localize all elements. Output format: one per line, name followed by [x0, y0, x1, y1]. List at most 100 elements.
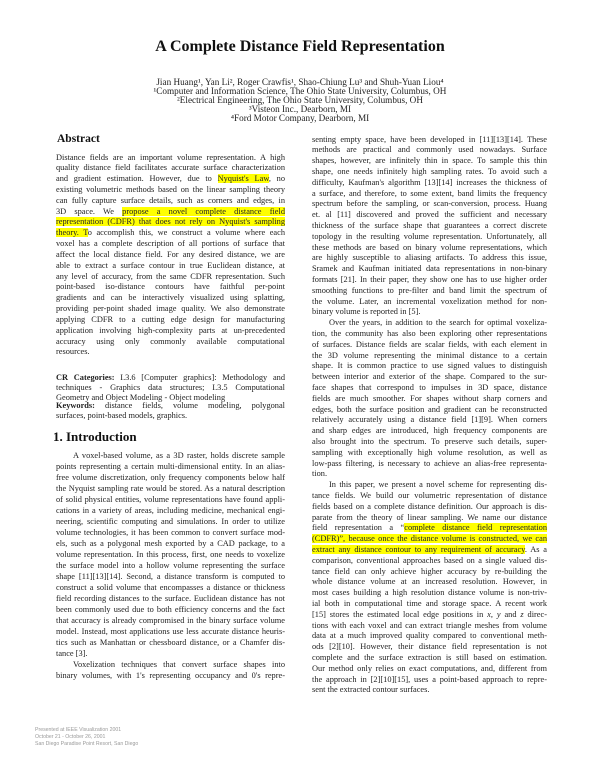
italic-text: z [520, 609, 524, 619]
introduction-line: model. Instead, most applications use le… [56, 626, 285, 637]
text-run: ods [2][10]. However, their distance fie… [312, 642, 547, 652]
right-column-line: relatively accurately using a distance f… [312, 414, 547, 425]
text-run: application involving high-complexity pa… [56, 325, 285, 335]
right-column-line: sent the extracted contour surfaces. [312, 684, 547, 695]
text-run: shape [11][13][14]. Second, a distance t… [56, 571, 285, 581]
right-column-line: tance fields. We build our volumetric re… [312, 490, 547, 501]
right-column-line: between interior and exterior of the sha… [312, 371, 547, 382]
italic-text: x [487, 609, 491, 619]
text-run: direc- [523, 609, 547, 619]
right-column-line: shape. It is common practice to use sign… [312, 360, 547, 371]
text-run: shape, one needs infinitely high samplin… [312, 166, 547, 176]
right-column-line: extract any distance contour to any requ… [312, 544, 547, 555]
text-run: ial both in computational time and stora… [312, 598, 547, 608]
text-run: the 3D volume representing the minimal d… [312, 350, 547, 360]
text-run: cations in a variety of areas, including… [56, 505, 285, 515]
highlighted-text: Nyquist's Law [217, 174, 269, 184]
text-run: face shapes that correspond to impulses … [312, 382, 547, 392]
right-column-line: low-pass filtering, is necessary to achi… [312, 458, 547, 469]
text-run: sampling with exceptionally high volume … [312, 447, 547, 457]
right-column-line: binary volume is reported in [5]. [312, 306, 547, 317]
introduction-line: tance [3]. [56, 648, 285, 659]
text-run: relatively accurately using a distance f… [312, 415, 547, 425]
text-run: existing volumetric methods based on the… [56, 184, 285, 194]
right-column-line: [15] stores the estimated local edge pos… [312, 609, 547, 620]
keywords-line: surfaces, point-based models, graphics. [56, 410, 285, 421]
text-run: A voxel-based volume, as a 3D raster, ho… [73, 450, 285, 460]
right-column-line: complete and the surface extraction is s… [312, 652, 547, 663]
text-run: , [490, 609, 497, 619]
abstract-line: quality distance field facilitates accur… [56, 162, 285, 173]
introduction-line: free volume discretization, only frequen… [56, 472, 285, 483]
text-run: field representation a “ [312, 523, 405, 533]
introduction-line: tics such as Manhattan or chessboard dis… [56, 637, 285, 648]
text-run: et. al [11] discovered and proved the su… [312, 210, 547, 220]
right-column-line: also brought into the spectrum. To prese… [312, 436, 547, 447]
highlighted-text: extract any distance contour to any requ… [312, 544, 525, 554]
text-run: the approach in [2][10][15], uses a poin… [312, 674, 547, 684]
text-run: gradients and can be interactively visua… [56, 293, 285, 303]
author-block: Jian Huang¹, Yan Li², Roger Crawfis¹, Sh… [0, 77, 600, 123]
text-run: , no [268, 174, 286, 184]
highlighted-text: complete distance field representation [404, 523, 547, 533]
text-run: Distance fields are an important volume … [56, 152, 285, 162]
footer-venue: Presented at IEEE Visualization 2001 [35, 727, 122, 733]
abstract-line: affect the local distance field. For any… [56, 249, 285, 260]
text-run: providing per-point shaded image quality… [56, 304, 285, 314]
introduction-line: cations in a variety of areas, including… [56, 505, 285, 516]
highlighted-text: representation (CDFR) that does not rely… [56, 217, 285, 227]
text-run: that accuracy is already compromised in … [56, 615, 285, 625]
abstract-line: Distance fields are an important volume … [56, 152, 285, 163]
right-column-line: face shapes that correspond to impulses … [312, 382, 547, 393]
right-column-line: ods [2][10]. However, their distance fie… [312, 641, 547, 652]
text-run: In this paper, we present a novel scheme… [329, 480, 547, 490]
bold-label: Keywords: [56, 400, 95, 410]
text-run: volume technologies, it has been common … [56, 527, 285, 537]
right-column-line: methods are practical and commonly used … [312, 144, 547, 155]
right-column-line: comparison, conventional approaches base… [312, 555, 547, 566]
text-run: parate from the theory of linear samplin… [312, 512, 547, 522]
text-run: can fully capture surface details, such … [56, 195, 285, 205]
text-run: Sramek and Kaufman initiated data repres… [312, 264, 547, 274]
abstract-heading: Abstract [57, 133, 100, 145]
introduction-line: been commonly used due to both efficienc… [56, 604, 285, 615]
text-run: these methods are based on binary volume… [312, 242, 547, 252]
right-column-line: ial both in computational time and stora… [312, 598, 547, 609]
highlighted-text: propose a novel complete distance field [122, 206, 285, 216]
text-run: tics such as Manhattan or chessboard dis… [56, 637, 285, 647]
right-column-line: shapes, however, are infinitely thin in … [312, 155, 547, 166]
text-run: tion, the community has also been explor… [312, 328, 547, 338]
right-column-line: shape, one needs infinitely high samplin… [312, 166, 547, 177]
abstract-line: 3D space. We propose a novel complete di… [56, 206, 285, 217]
text-run: points representing a certain multi-dime… [56, 461, 285, 471]
cr-categories-line: techniques - Graphics data structures; I… [56, 382, 285, 393]
text-run: and sharp edges are introduced, high fre… [312, 426, 547, 436]
text-run: thickness of the surface shape that guar… [312, 220, 547, 230]
introduction-heading: 1. Introduction [53, 429, 137, 444]
introduction-line: the Nyquist sampling rate would be store… [56, 483, 285, 494]
abstract-line: resources. [56, 346, 285, 357]
text-run: Geometry and Object Modeling - Object mo… [56, 392, 226, 402]
text-run: tions with each voxel and can extract tr… [312, 620, 547, 630]
affiliation: ²Electrical Engineering, The Ohio State … [177, 95, 423, 105]
right-column-line: field representation a “complete distanc… [312, 522, 547, 533]
text-run: I.3.6 [Computer graphics]: Methodology a… [114, 372, 285, 382]
cr-categories-line: CR Categories: I.3.6 [Computer graphics]… [56, 372, 285, 383]
right-column-line: whole distance volume at an increased re… [312, 576, 547, 587]
right-column-line: formats [21]. In their paper, they show … [312, 274, 547, 285]
right-column-line: sampling with exceptionally high volume … [312, 447, 547, 458]
right-column-line: tion, the community has also been explor… [312, 328, 547, 339]
right-column-line: senting empty space, have been developed… [312, 134, 547, 145]
abstract-line: and gradient estimation. However, due to… [56, 173, 285, 184]
introduction-line: construct a solid volume that encompasse… [56, 582, 285, 593]
text-run: binary volumes, with 1's representing oc… [56, 670, 285, 680]
right-column-line: smoothing functions to pre-filter and ba… [312, 285, 547, 296]
abstract-line: existing volumetric methods based on the… [56, 184, 285, 195]
text-run: of surfaces. Distance fields are scalar … [312, 339, 547, 349]
text-run: whole distance volume at an increased re… [312, 577, 547, 587]
text-run: field recording distances to the surface… [56, 593, 285, 603]
text-run: shape. It is common practice to use sign… [312, 361, 547, 371]
text-run: between interior and exterior of the sha… [312, 372, 547, 382]
text-run: edges, both the surface position and gra… [312, 404, 547, 414]
introduction-line: field recording distances to the surface… [56, 593, 285, 604]
